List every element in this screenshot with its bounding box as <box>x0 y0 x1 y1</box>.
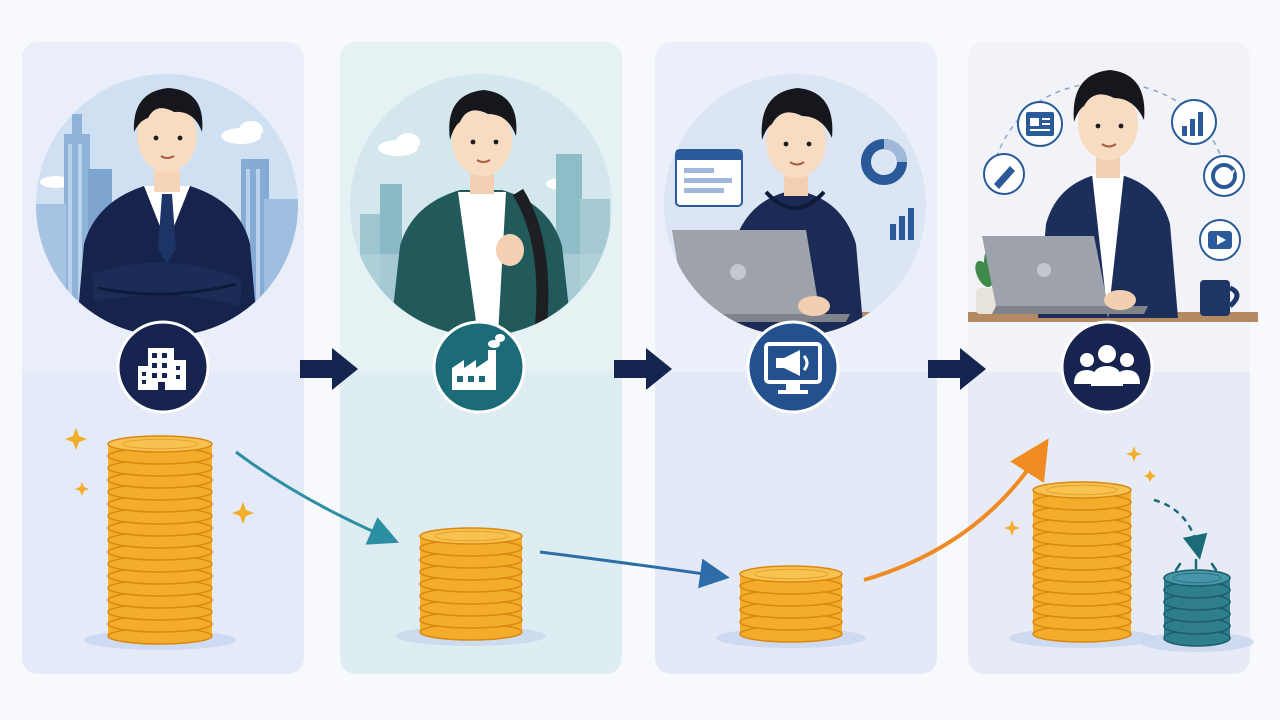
next-stage-arrow-1 <box>300 348 358 390</box>
edit-pencil-icon <box>983 153 1025 195</box>
next-stage-arrow-3 <box>928 348 986 390</box>
coin-stack-rising <box>1009 481 1155 648</box>
coin-stack-medium <box>396 527 546 646</box>
office-building-icon <box>116 320 210 414</box>
growth-arrow <box>863 438 1049 582</box>
next-stage-arrow-2 <box>614 348 672 390</box>
savings-dashed-arrow <box>1153 498 1208 560</box>
coin-stack-savings <box>1140 569 1254 652</box>
sparkle-icons <box>65 428 1156 536</box>
decline-arrow-2 <box>539 550 730 589</box>
video-play-icon <box>1199 219 1241 261</box>
factory-worker-illustration <box>350 74 612 336</box>
corporate-illustration <box>36 74 298 336</box>
income-trend-layer <box>65 428 1254 652</box>
marketer-illustration <box>664 74 926 336</box>
analytics-gauge-icon <box>1203 155 1245 197</box>
coin-stack-high <box>84 435 236 650</box>
document-icon <box>1017 101 1063 147</box>
decline-arrow-1 <box>235 450 400 545</box>
megaphone-monitor-icon <box>746 320 840 414</box>
coin-stack-low <box>716 565 866 648</box>
group-people-icon <box>1060 320 1154 414</box>
freelancer-illustration <box>968 70 1258 322</box>
bar-chart-icon <box>1171 99 1217 145</box>
factory-icon <box>432 320 526 414</box>
